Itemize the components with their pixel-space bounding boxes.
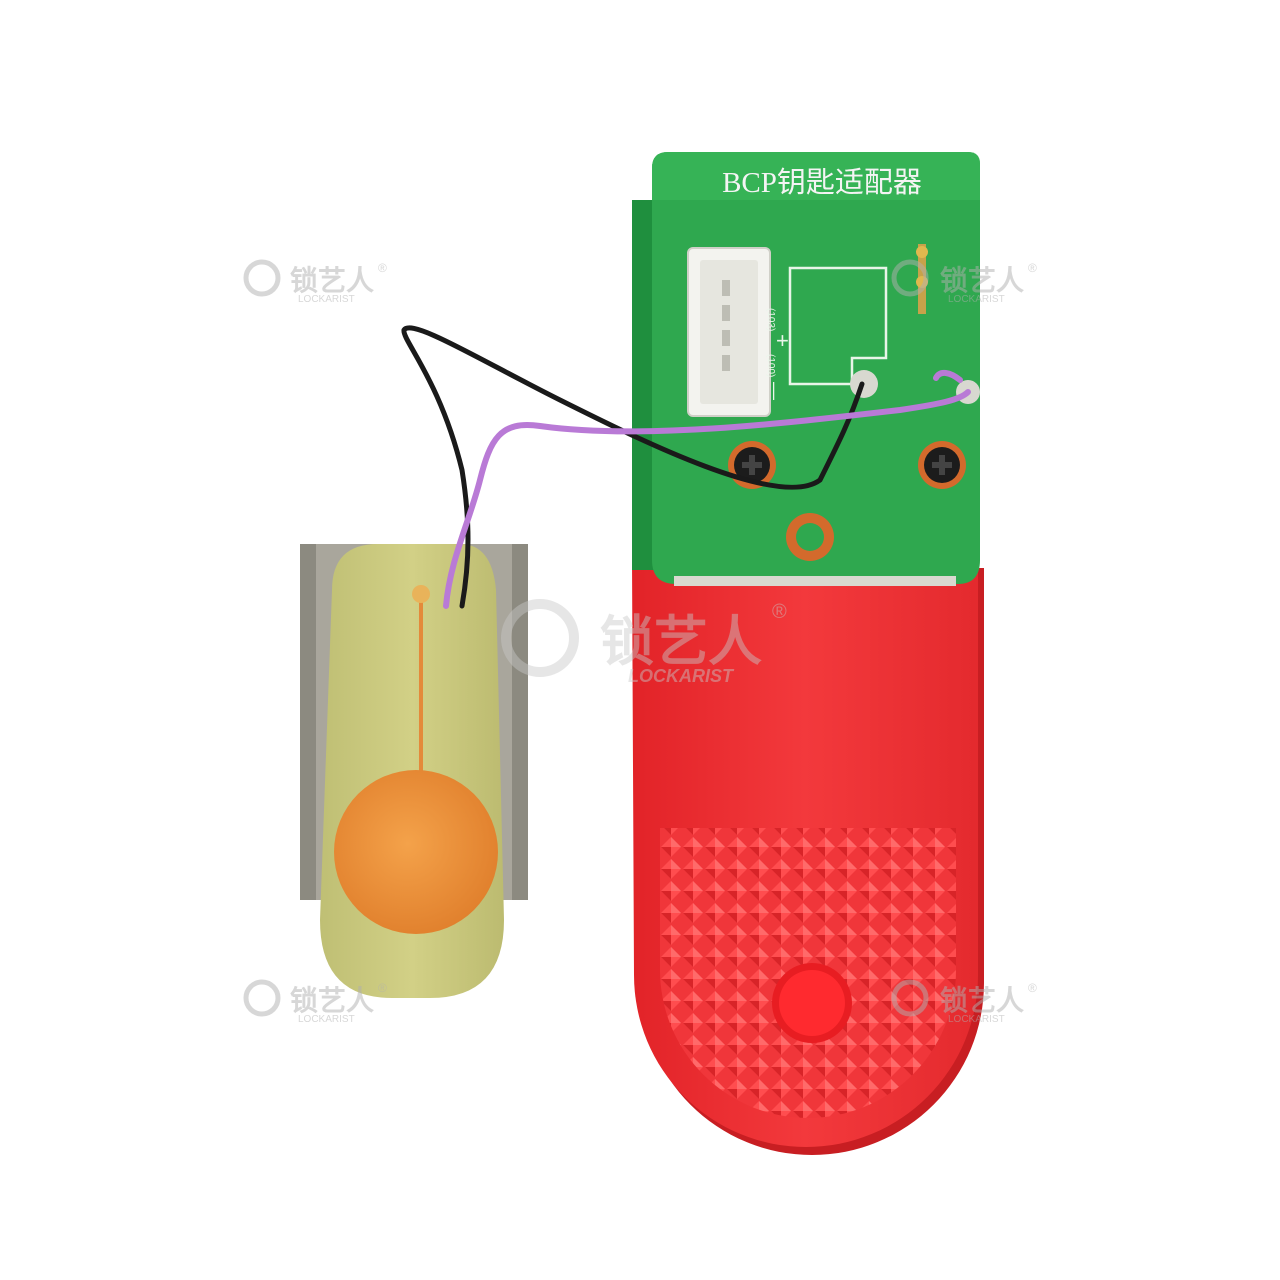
silkscreen-minus: —: [765, 382, 785, 400]
watermark-registered: ®: [378, 981, 387, 995]
watermark-registered: ®: [378, 261, 387, 275]
watermark-brand-en: LOCKARIST: [948, 1014, 1005, 1025]
watermark-brand-en: LOCKARIST: [298, 1014, 355, 1025]
watermark-top-left: 锁艺人 ® LOCKARIST: [243, 259, 387, 305]
watermark-bottom-left: 锁艺人 ® LOCKARIST: [243, 979, 387, 1025]
watermark-brand-cn: 锁艺人: [940, 984, 1024, 1016]
watermark-registered: ®: [1028, 261, 1037, 275]
black-wire: [401, 325, 865, 609]
wires: [401, 325, 971, 609]
screw-right: [918, 441, 966, 489]
white-connector: [687, 247, 771, 417]
silkscreen-103: (103): [765, 308, 776, 331]
copper-via: [786, 513, 834, 561]
pcb-title: BCP钥匙适配器: [722, 166, 922, 199]
silkscreen-outline: [788, 266, 888, 386]
antenna-board: [300, 544, 528, 998]
watermark-brand-cn: 锁艺人: [290, 984, 374, 1016]
green-pcb: BCP钥匙适配器 (103) (100) + —: [652, 152, 980, 586]
silkscreen-100: (100): [765, 354, 776, 377]
watermark-brand-en: LOCKARIST: [628, 666, 735, 686]
watermark-registered: ®: [772, 601, 787, 623]
purple-wire: [443, 389, 971, 609]
watermark-top-right: 锁艺人 ® LOCKARIST: [891, 259, 1037, 305]
watermark-bottom-right: 锁艺人 ® LOCKARIST: [891, 979, 1037, 1025]
red-key-body: [632, 200, 984, 1155]
watermark-registered: ®: [1028, 981, 1037, 995]
watermark-brand-en: LOCKARIST: [298, 294, 355, 305]
watermark-brand-cn: 锁艺人: [940, 264, 1024, 296]
copper-coil-pad: [334, 770, 498, 934]
watermark-brand-cn: 锁艺人: [600, 612, 762, 672]
watermark-brand-cn: 锁艺人: [290, 264, 374, 296]
silkscreen-plus: +: [776, 328, 789, 353]
solder-point: [412, 585, 430, 603]
watermark-center: 锁艺人 ® LOCKARIST: [501, 599, 787, 686]
watermark-brand-en: LOCKARIST: [948, 294, 1005, 305]
